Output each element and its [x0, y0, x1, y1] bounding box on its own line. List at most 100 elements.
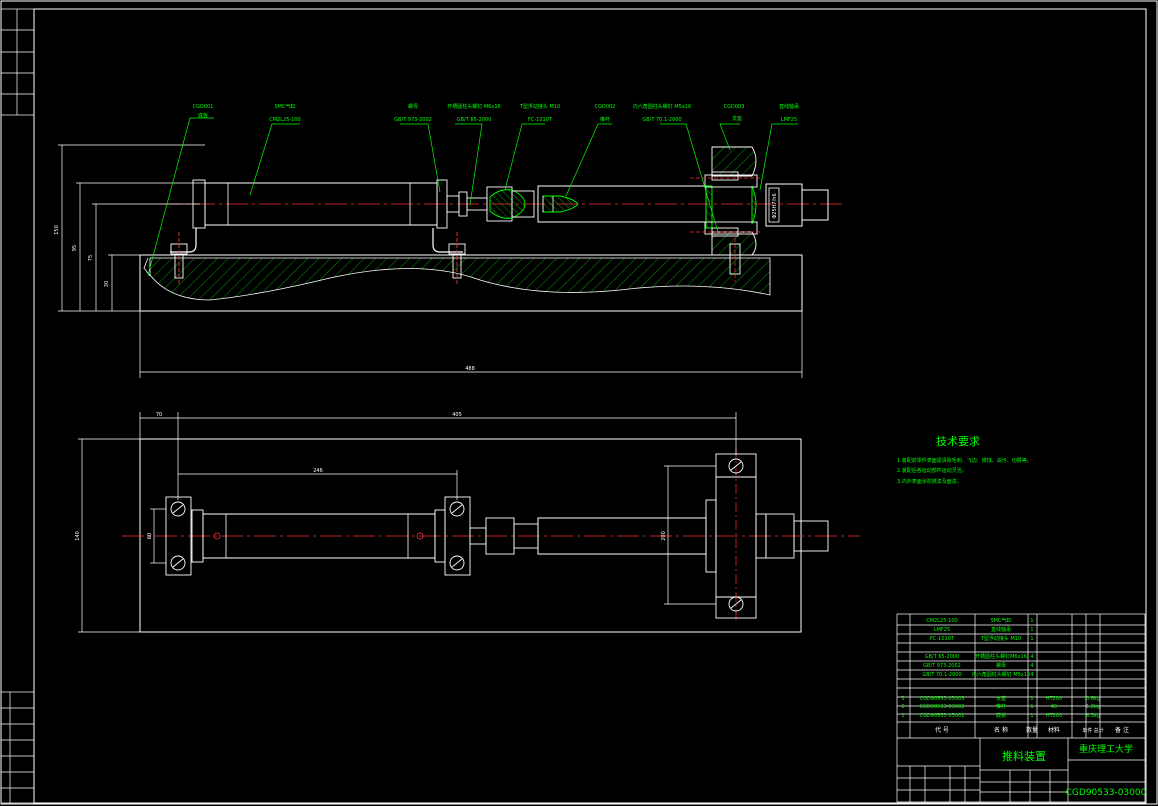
tech-requirement-2: 2.装配后各运动部件运动灵活。 [897, 467, 967, 474]
part-row-7-material: 45 [1051, 704, 1057, 710]
bracket-right [432, 228, 463, 253]
callout-bearing-name: LMF25 [781, 117, 797, 123]
university-name: 重庆理工大学 [1079, 743, 1133, 755]
callout-screw-name: GB/T 65-2000 [457, 117, 492, 123]
drawing-number: CGD90533-03000 [1066, 788, 1147, 798]
tech-requirement-1: 1.装配前零件表面需清除毛刺、飞边、锈蚀、油污、切屑等。 [897, 457, 1032, 464]
callout-texts: CGD001 底板 SMC气缸 CM2L25-100 螺母 GB/T 973-2… [193, 103, 799, 123]
part-row-4-qty: 4 [1030, 663, 1033, 669]
callout-rod-code: CGD002 [595, 104, 616, 110]
callout-joint-name: FC-1010T [528, 117, 553, 123]
part-row-8-name: 底板 [996, 712, 1006, 719]
part-row-7-weight: 1.2kg [1086, 704, 1100, 710]
part-row-5-code: GB/T 70.1-2000 [922, 672, 961, 678]
leaders-front [147, 117, 798, 276]
part-row-0-code: CM2L25-100 [926, 618, 957, 624]
dim-top-support: 200 [661, 531, 667, 541]
part-row-2-name: T型浮动接头 M10 [980, 635, 1021, 642]
header-name: 名 称 [994, 726, 1008, 734]
callout-base-code: CGD001 [193, 104, 214, 110]
part-row-6-code: CGD90533-03003 [920, 696, 965, 702]
part-row-7-code: CGD90533-03002 [920, 704, 965, 710]
dims-top [78, 412, 737, 633]
tech-requirements-title: 技术要求 [936, 435, 980, 448]
callout-cylinder-name: CM2L25-100 [269, 117, 300, 123]
assembly-name: 推料装置 [1002, 749, 1046, 763]
part-row-5-qty: 4 [1030, 672, 1033, 678]
part-row-0-name: SMC气缸 [991, 617, 1012, 624]
part-row-8-code: CGD90533-03001 [920, 713, 965, 719]
base-section-hatch [149, 257, 771, 301]
parts-list-rows: CM2L25-100 SMC气缸 1 LMF25 直线轴承 1 FC-1010T… [901, 617, 1129, 734]
part-row-7-no: 2 [901, 704, 904, 710]
part-row-3-name: 开槽圆柱头螺钉M6x16 [975, 653, 1027, 660]
callout-support-code: CGD003 [724, 104, 745, 110]
header-material: 材料 [1048, 726, 1060, 734]
dim-front-length: 488 [465, 366, 475, 372]
dim-front-height: 150 [54, 225, 60, 235]
top-view: 70 405 246 140 60 200 [75, 412, 860, 633]
part-row-3-qty: 4 [1030, 654, 1033, 660]
dim-top-height: 140 [75, 531, 81, 541]
part-row-8-weight: 6.3kg [1086, 713, 1100, 719]
inner-frame [33, 8, 1147, 804]
part-row-6-qty: 1 [1030, 696, 1033, 702]
part-row-1-qty: 1 [1030, 627, 1033, 633]
part-row-4-name: 螺母 [996, 662, 1006, 669]
bolt-left-front [170, 232, 188, 285]
callout-hexscrew-name: GB/T 70.1-2000 [642, 117, 681, 123]
part-row-7-name: 推杆 [996, 703, 1006, 710]
callout-cylinder-code: SMC气缸 [275, 103, 296, 110]
base-plate-front [139, 254, 803, 312]
dim-top-cyl-dia: 60 [147, 533, 153, 539]
callout-nut-name: GB/T 973-2002 [394, 117, 432, 123]
tech-requirement-3: 3.内外表面涂防锈漆及面漆。 [897, 478, 962, 485]
callout-support-name: 支座 [732, 115, 742, 122]
callout-nut-code: 螺母 [408, 103, 418, 110]
part-row-6-weight: 0.6kg [1086, 696, 1100, 702]
dim-top-inner: 246 [313, 468, 323, 474]
support-top [705, 453, 829, 619]
callout-screw-code: 开槽圆柱头螺钉 M6x16 [447, 103, 500, 110]
dim-front-h4: 30 [104, 281, 110, 287]
dims-front [58, 144, 803, 378]
dim-bearing-dia: Φ25H7/h6 [772, 193, 778, 218]
part-row-5-name: 内六角圆柱头螺钉 M5x16 [972, 671, 1030, 678]
part-row-4-code: GB/T 973-2002 [923, 663, 961, 669]
base-plate-top [139, 438, 802, 633]
front-view: 150 95 75 30 488 Φ25H7/h6 CGD001 底板 SMC气… [54, 103, 842, 378]
part-row-1-code: LMF25 [934, 627, 950, 633]
callout-hexscrew-code: 内六角圆柱头螺钉 M5x16 [633, 103, 691, 110]
part-row-2-qty: 1 [1030, 636, 1033, 642]
header-qty: 数量 [1026, 726, 1038, 734]
part-row-3-code: GB/T 65-2000 [925, 654, 960, 660]
flange-left-top [165, 496, 192, 576]
callout-base-name: 底板 [198, 112, 208, 119]
part-row-7-qty: 1 [1030, 704, 1033, 710]
dim-front-h2: 95 [72, 245, 78, 251]
callout-joint-code: T型浮动接头 M10 [519, 103, 560, 110]
linear-bearing-front [765, 183, 829, 227]
callout-rod-name: 推杆 [600, 116, 610, 123]
header-remark: 备 注 [1115, 726, 1129, 734]
header-code: 代 号 [935, 726, 949, 734]
header-weight: 单件 总计 [1082, 727, 1104, 734]
part-row-6-no: 3 [901, 696, 904, 702]
part-row-8-qty: 1 [1030, 713, 1033, 719]
tech-requirements: 技术要求 1.装配前零件表面需清除毛刺、飞边、锈蚀、油污、切屑等。 2.装配后各… [897, 435, 1032, 485]
part-row-8-material: HT200 [1046, 713, 1062, 719]
parts-list-table [896, 613, 1146, 803]
left-margin-table-top [0, 8, 35, 116]
part-row-2-code: FC-1010T [930, 636, 955, 642]
dim-front-h3: 75 [88, 255, 94, 261]
part-row-6-material: HT200 [1046, 696, 1062, 702]
left-margin-table-bottom [0, 691, 35, 804]
support-front [690, 146, 760, 282]
part-row-0-qty: 1 [1030, 618, 1033, 624]
callout-bearing-code: 直线轴承 [779, 103, 799, 110]
bolt-mid-front [448, 232, 466, 285]
part-row-8-no: 1 [901, 713, 904, 719]
dim-top-offset: 70 [156, 412, 162, 418]
floating-joint-front [486, 186, 535, 222]
